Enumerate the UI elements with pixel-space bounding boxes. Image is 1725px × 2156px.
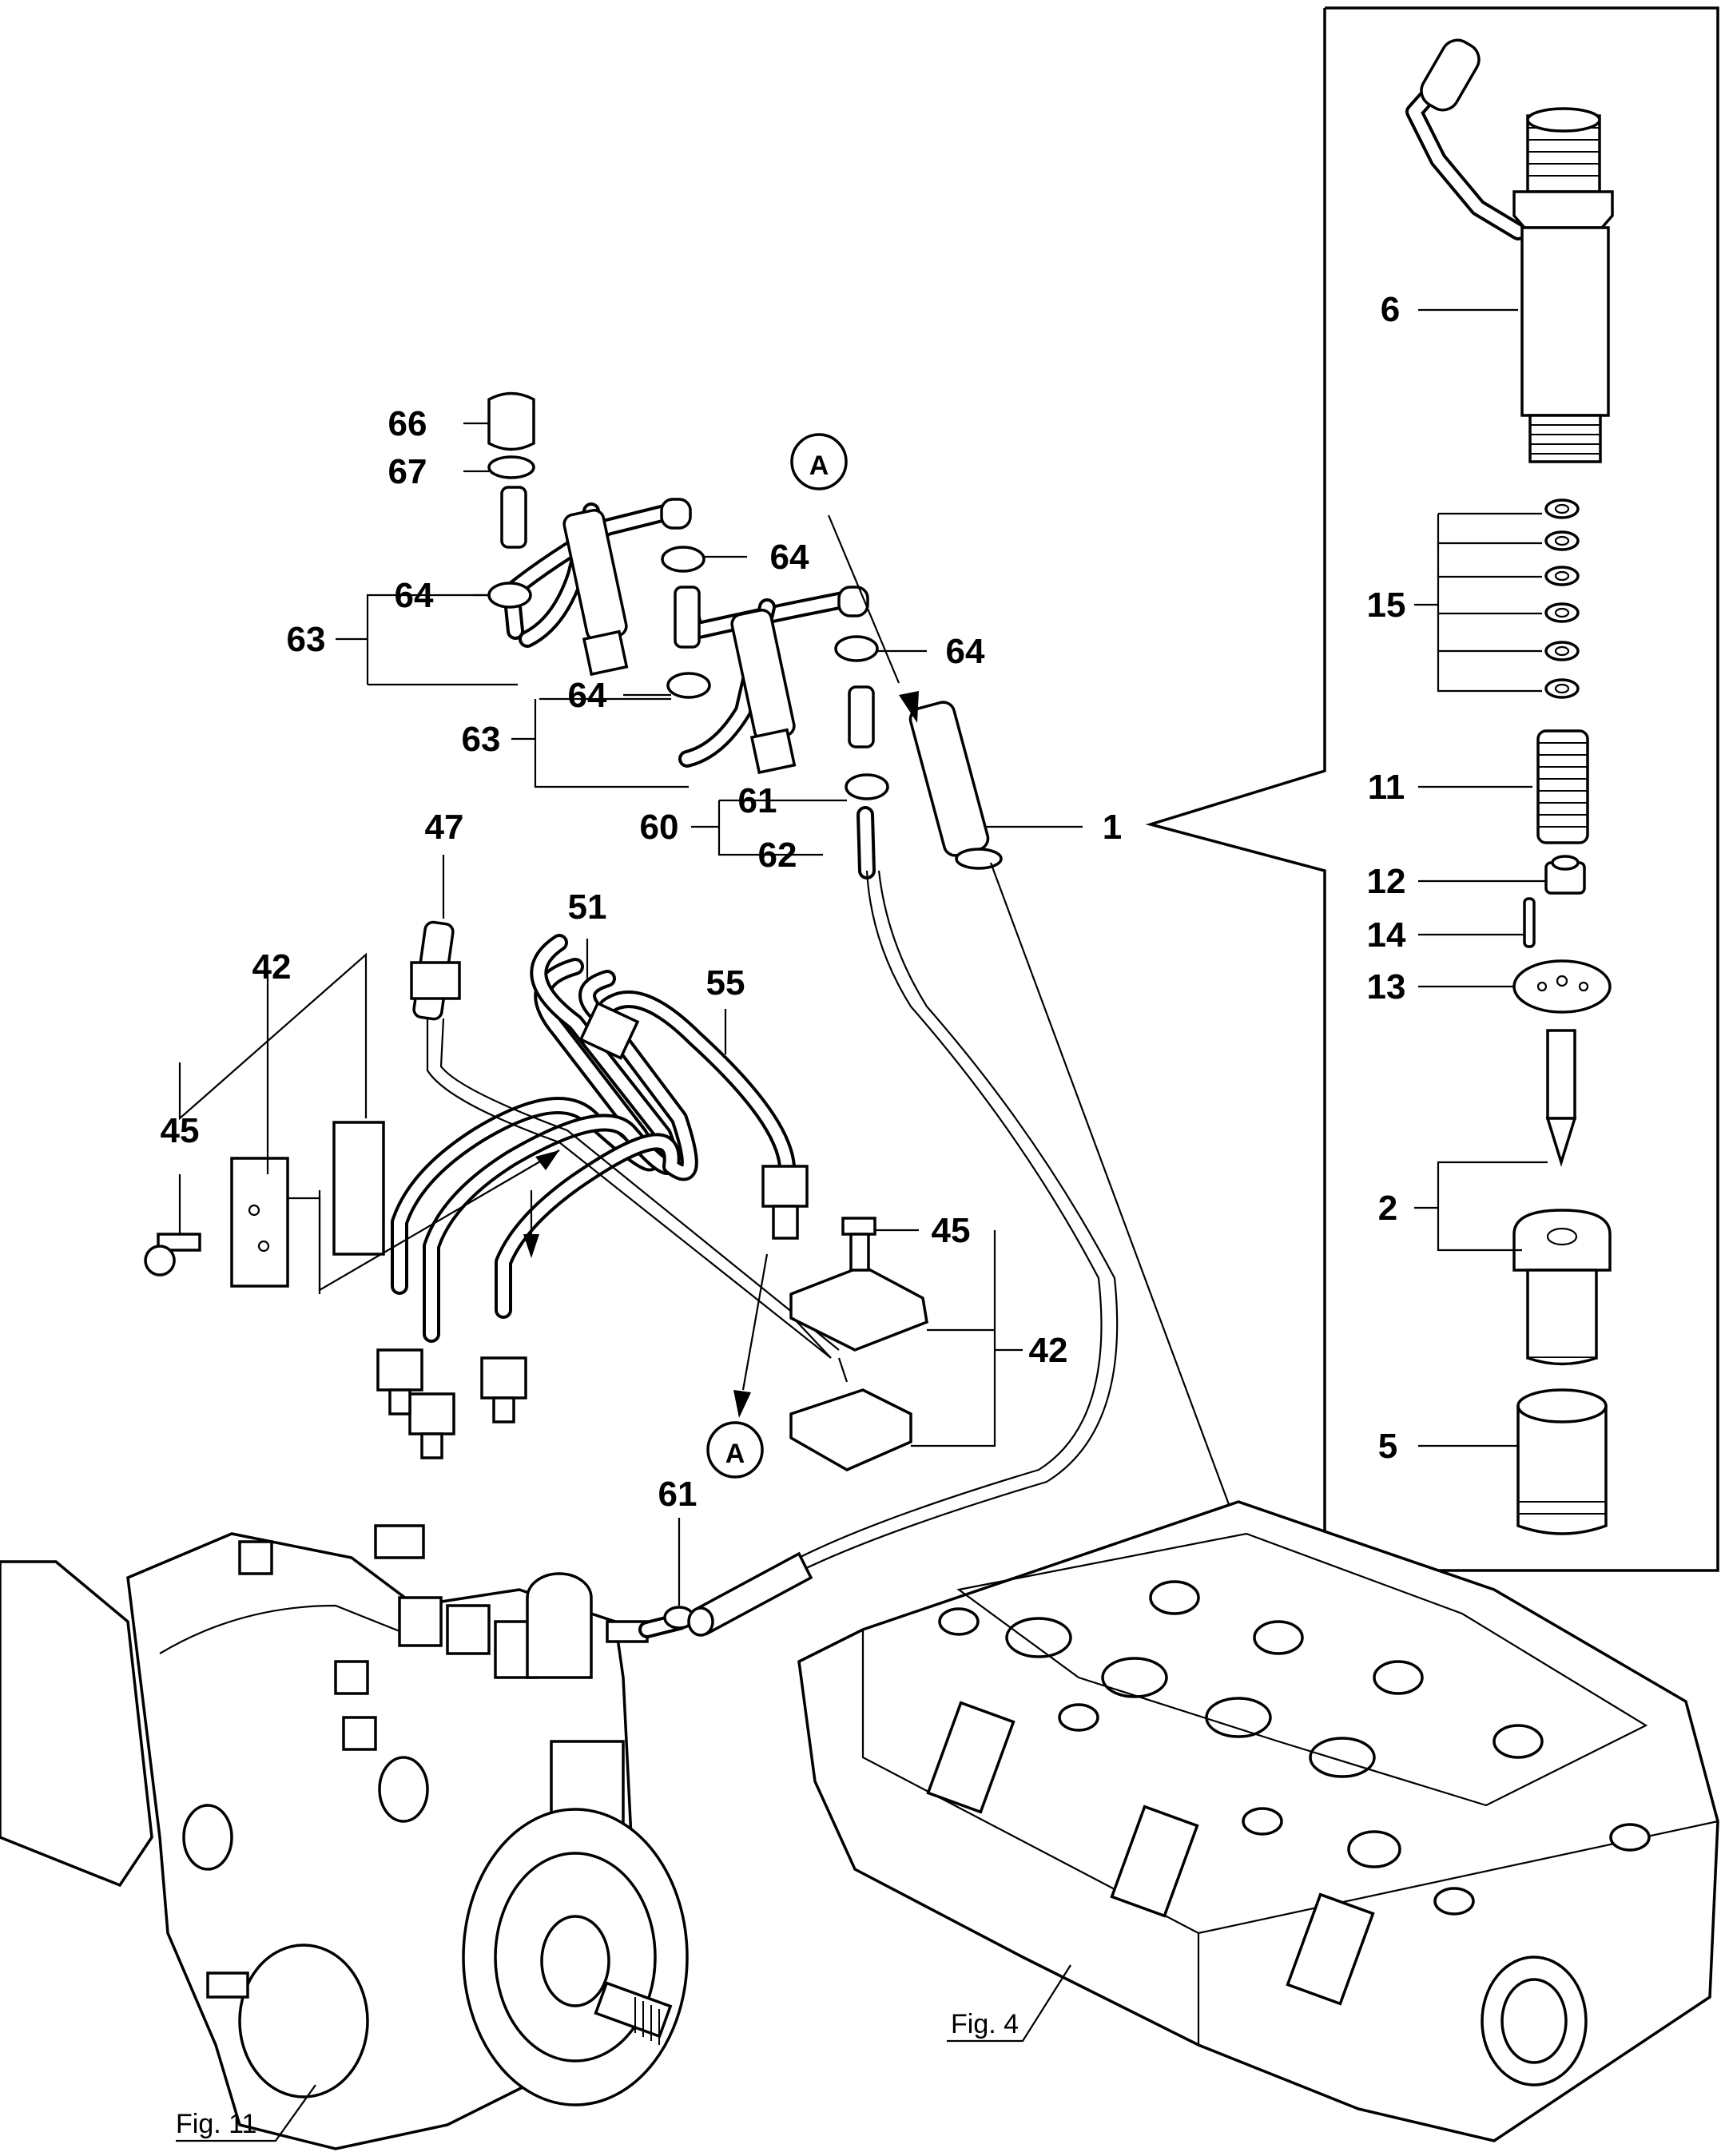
distance-piece-part-13 <box>1512 959 1612 1014</box>
figure-references: Fig. 11 Fig. 4 <box>176 2009 1019 2139</box>
injector-1 <box>562 509 629 677</box>
fig-ref-pump: Fig. 11 <box>176 2109 256 2139</box>
shim-stack-part-15 <box>1544 498 1580 699</box>
nozzle-nut-part-5 <box>1516 1388 1608 1535</box>
callout-60: 60 <box>640 808 679 847</box>
nozzle-part-2 <box>1512 1029 1612 1366</box>
callout-66: 66 <box>388 404 427 443</box>
callout-55: 55 <box>706 963 745 1003</box>
callout-64-left: 64 <box>395 576 434 615</box>
return-hose-part-62 <box>798 773 1119 1570</box>
callout-5: 5 <box>1378 1427 1397 1466</box>
marker-a-top: A <box>790 433 848 490</box>
callout-12: 12 <box>1367 862 1406 901</box>
callout-42-right: 42 <box>1029 1331 1068 1370</box>
callout-labels: 6 15 11 12 14 13 2 5 1 66 67 64 64 64 64… <box>161 290 1406 1514</box>
leak-connectors <box>500 486 875 748</box>
nozzle-holder-part-6 <box>1405 38 1614 463</box>
leak-pipe-part-47 <box>410 920 840 1359</box>
fig-ref-head: Fig. 4 <box>951 2009 1019 2039</box>
cylinder-head-assembly <box>797 1500 1719 2142</box>
pin-part-14 <box>1523 897 1536 948</box>
callout-61-top: 61 <box>738 781 777 820</box>
marker-a-bottom: A <box>706 1421 764 1479</box>
clamp-set-right-part-42 <box>789 1217 928 1471</box>
callout-63-lower: 63 <box>462 720 501 759</box>
callout-61-bottom: 61 <box>658 1475 698 1514</box>
spring-part-11 <box>1536 729 1589 844</box>
callout-64-top: 64 <box>770 538 809 577</box>
callout-63-upper: 63 <box>287 620 326 659</box>
callout-45-left: 45 <box>161 1111 200 1150</box>
marker-a-top-label: A <box>809 451 829 481</box>
callout-64-mid: 64 <box>568 676 607 715</box>
injector-3 <box>908 701 1003 870</box>
nozzle-detail-panel <box>1145 6 1719 1572</box>
clips-part-64 <box>487 546 879 699</box>
callout-42-left: 42 <box>252 947 292 987</box>
callout-2: 2 <box>1378 1189 1397 1228</box>
callout-45-right: 45 <box>932 1211 971 1250</box>
callout-6: 6 <box>1381 290 1400 329</box>
callout-47: 47 <box>425 808 464 847</box>
callout-67: 67 <box>388 452 427 491</box>
callout-64-right: 64 <box>946 632 985 671</box>
clip-part-67 <box>487 455 535 479</box>
fuel-return-hose-part-61-lower <box>687 1551 813 1637</box>
injection-pump-assembly <box>0 1524 695 2150</box>
callout-1: 1 <box>1103 808 1122 847</box>
marker-a-bottom-label: A <box>725 1439 745 1469</box>
high-pressure-pipe-part-55 <box>598 991 809 1240</box>
spring-seat-part-12 <box>1544 855 1586 895</box>
injector-2 <box>730 609 797 775</box>
leader-lines <box>176 308 1548 2142</box>
cap-part-66 <box>487 391 535 451</box>
callout-13: 13 <box>1367 967 1406 1007</box>
callout-11: 11 <box>1368 768 1405 807</box>
callout-14: 14 <box>1367 915 1406 955</box>
callout-62: 62 <box>758 836 797 875</box>
pipe-fittings <box>376 1001 640 1459</box>
callout-15: 15 <box>1367 586 1406 625</box>
clamp-set-left-part-42 <box>144 1121 385 1294</box>
callout-51: 51 <box>568 887 607 927</box>
